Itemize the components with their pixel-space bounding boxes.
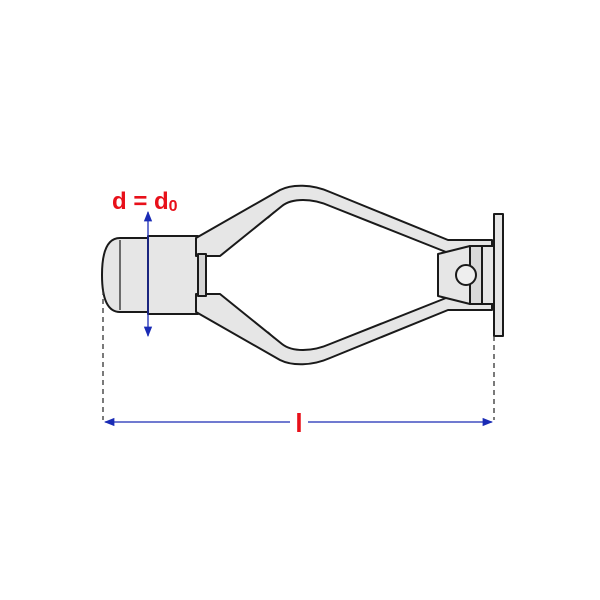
diameter-label: d = d0	[112, 188, 178, 215]
collar-head	[101, 237, 151, 313]
length-label: l	[295, 408, 302, 438]
collar-slot	[197, 253, 207, 297]
lower-wing	[195, 293, 493, 366]
diameter-label-subscript: 0	[169, 198, 178, 215]
upper-wing-fold	[267, 211, 275, 219]
spring-toggle-anchor	[101, 184, 504, 366]
extension-lines	[102, 290, 495, 420]
lower-wing-fold	[267, 331, 275, 339]
upper-wing	[195, 184, 493, 257]
end-flange	[493, 213, 504, 337]
pivot-pin	[455, 264, 477, 286]
diameter-label-main: d = d	[112, 188, 169, 215]
collar-body	[147, 235, 199, 315]
length-label-bg	[290, 408, 308, 436]
